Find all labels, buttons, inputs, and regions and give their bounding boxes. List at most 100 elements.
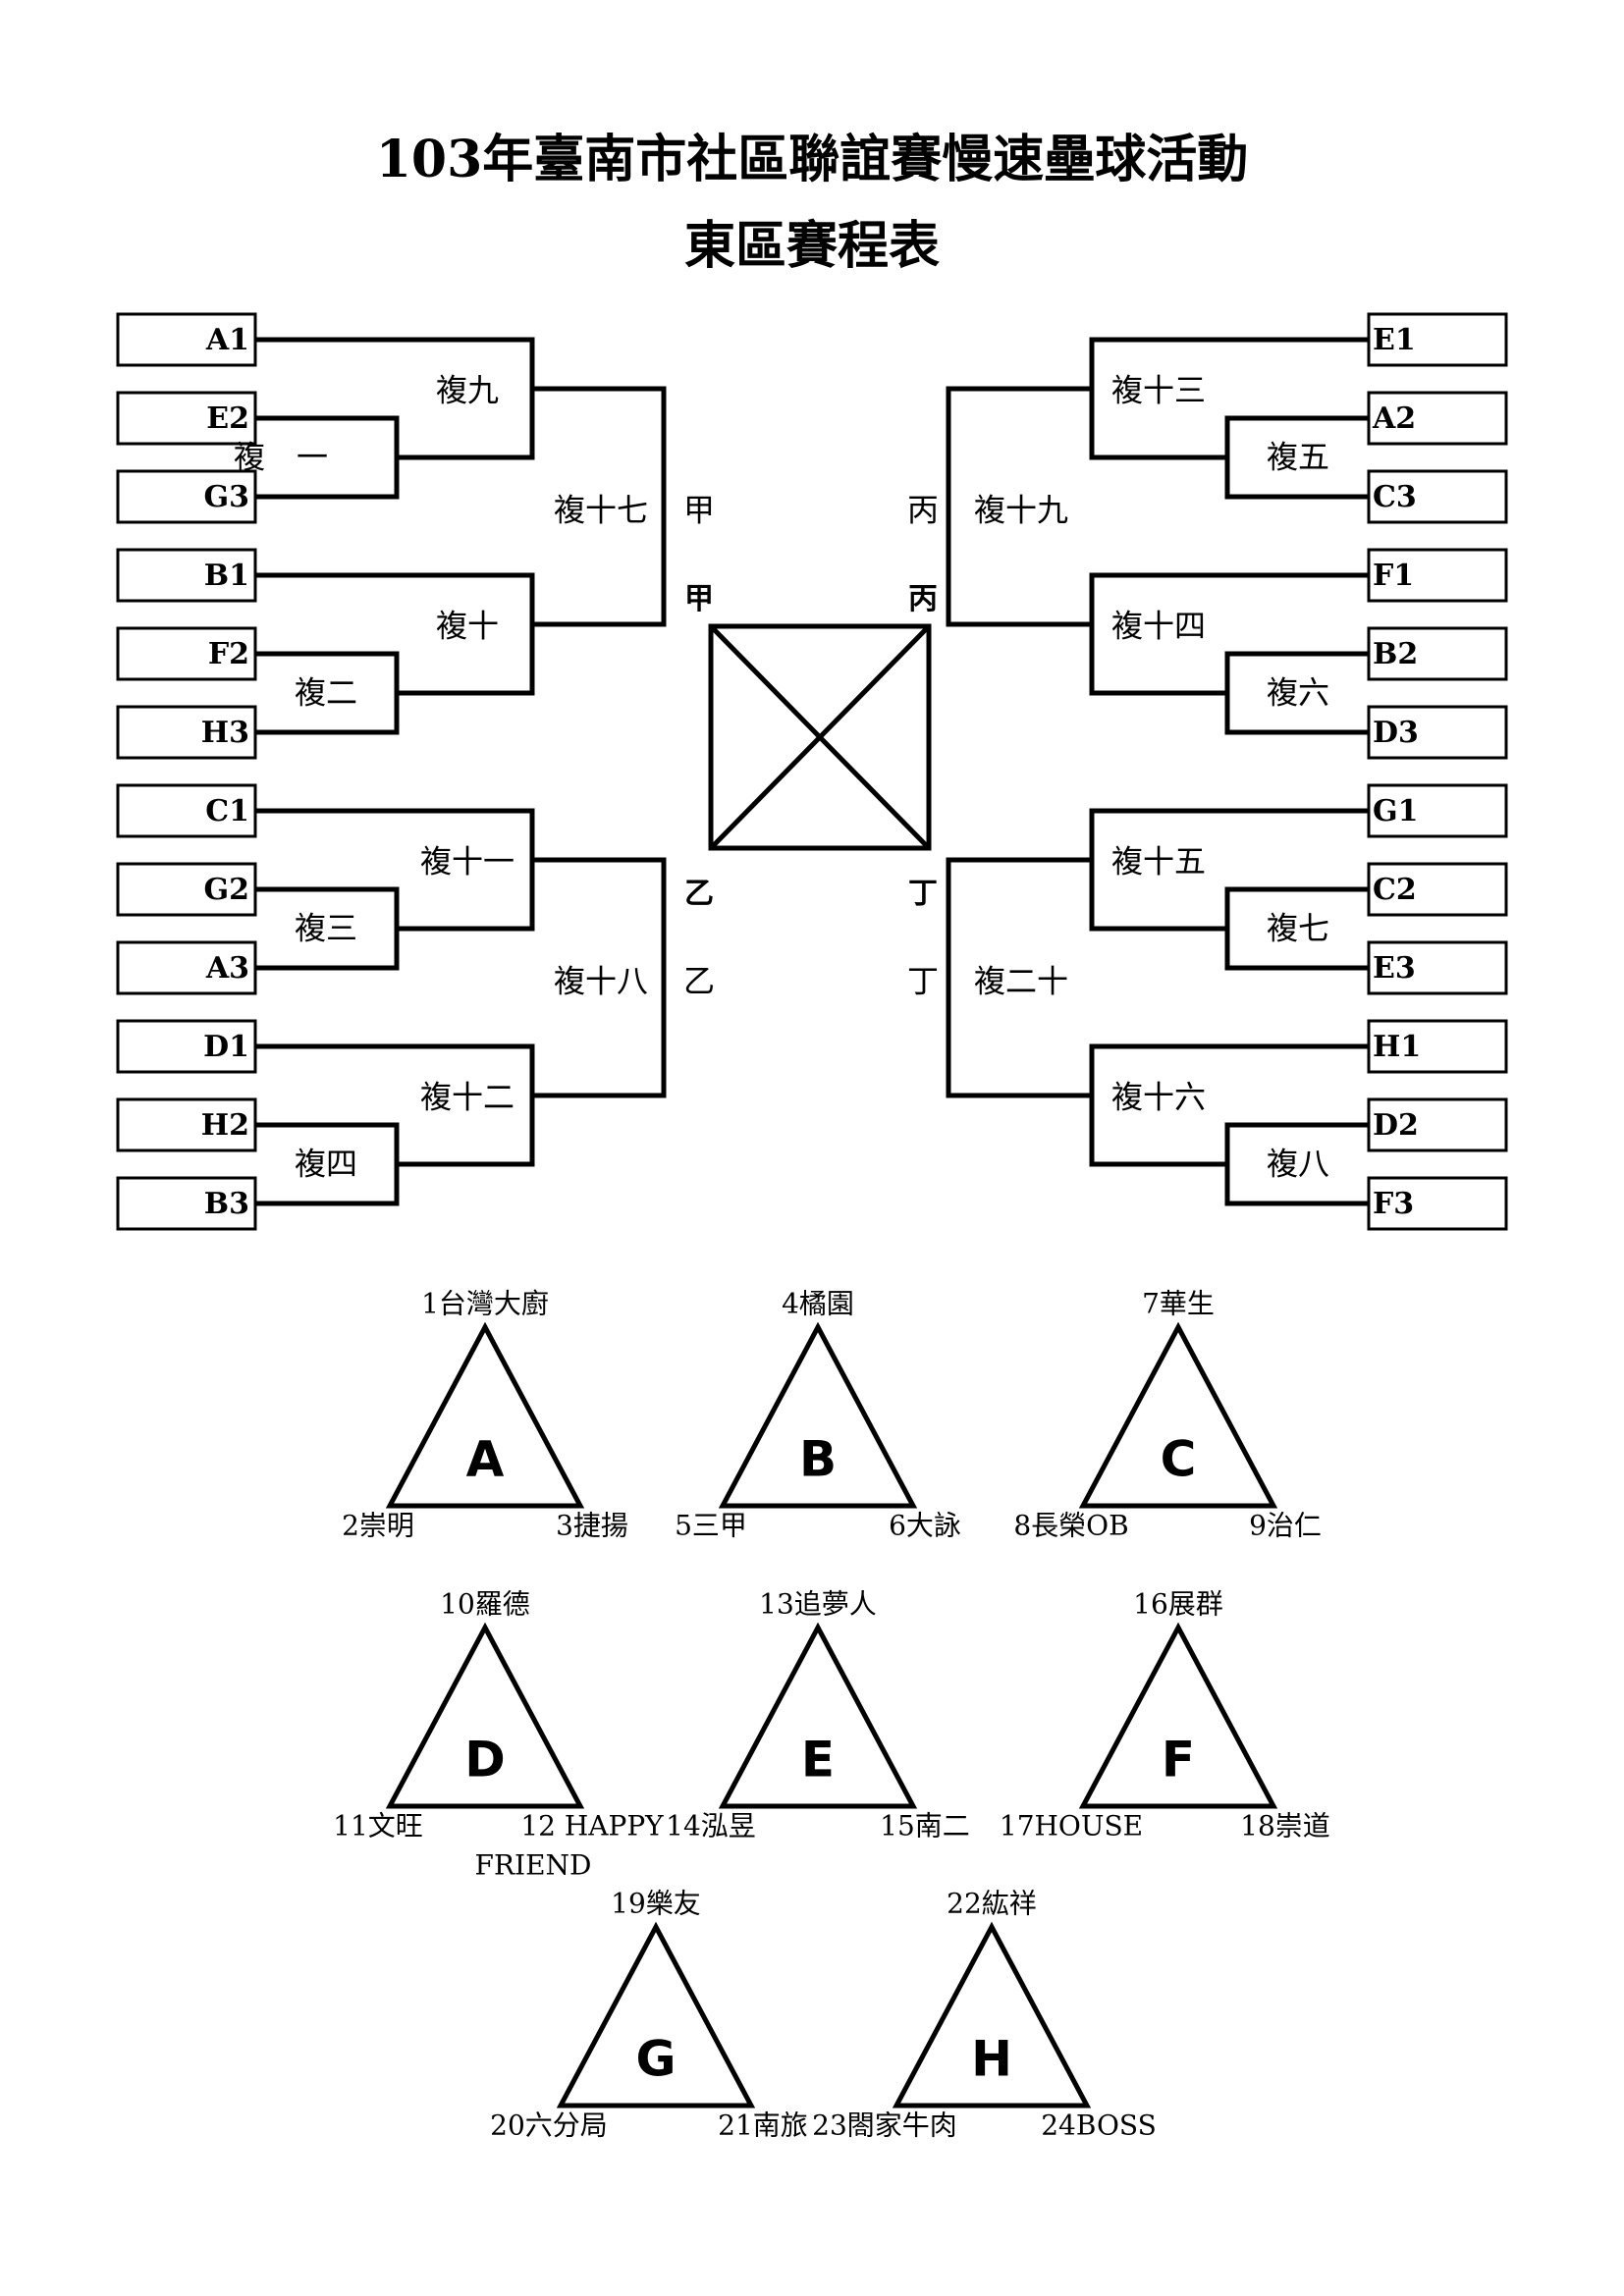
game-label-g13: 複十三 (1111, 372, 1206, 409)
slot-label: B3 (204, 1187, 249, 1221)
slot-label: C1 (205, 794, 249, 828)
mark-jia-bold: 甲 (684, 582, 714, 616)
slot-label: D2 (1373, 1108, 1419, 1143)
page-title: 103年臺南市社區聯誼賽慢速壘球活動 (375, 130, 1249, 189)
game-label-g15: 複十五 (1111, 843, 1206, 881)
mark-ding-bold: 丁 (908, 877, 938, 911)
slot-label: G3 (204, 480, 250, 514)
game-label-g14: 複十四 (1111, 608, 1206, 645)
group-letter: C (1161, 1431, 1197, 1488)
second-round-bracket (255, 808, 535, 932)
game-label-g12: 複十二 (420, 1079, 514, 1116)
slot-box (116, 783, 257, 838)
game-label-g11: 複十一 (420, 843, 514, 881)
mark-yi: 乙 (683, 963, 715, 1000)
group-triangle (892, 1921, 1092, 2109)
slot-box (1367, 862, 1508, 917)
group-team-right: 3捷揚 (556, 1510, 628, 1542)
slot-box (116, 1176, 257, 1231)
group-team-right: 12 HAPPY (520, 1810, 664, 1842)
group-team-top: 10羅德 (440, 1588, 530, 1621)
slot-box (116, 940, 257, 995)
slot-box (1367, 548, 1508, 603)
mark-jia: 甲 (683, 492, 715, 529)
group-team-top: 22紘祥 (947, 1888, 1037, 1920)
second-round-bracket (255, 337, 535, 460)
slot-label: B2 (1373, 637, 1418, 671)
group-letter: D (464, 1732, 506, 1789)
slot-label: E1 (1373, 323, 1416, 357)
bracket-lines (255, 337, 1369, 1206)
page-subtitle: 東區賽程表 (683, 216, 940, 276)
game-label-g20: 複二十 (974, 963, 1068, 1000)
slot-label: D3 (1373, 716, 1419, 750)
slot-box (116, 705, 257, 760)
slot-label: C3 (1373, 480, 1417, 514)
group-letter: E (801, 1732, 835, 1789)
slot-box (116, 862, 257, 917)
game-label-g5: 複五 (1267, 439, 1329, 476)
game-label-g8: 複八 (1267, 1146, 1329, 1183)
slot-box (116, 548, 257, 603)
group-triangle (1078, 1622, 1278, 1809)
slot-label: F1 (1373, 559, 1414, 593)
group-team-right: 9治仁 (1249, 1510, 1322, 1542)
game-label-g7: 複七 (1267, 910, 1329, 947)
group-team-left: 23閤家牛肉 (812, 2109, 957, 2142)
final-box-diagonal (709, 624, 931, 850)
slot-box (1367, 391, 1508, 446)
group-team-right: 24BOSS (1041, 2109, 1157, 2142)
final-box (708, 623, 932, 851)
game-label-g9: 複九 (436, 372, 499, 409)
group-team-right: 21南旅 (718, 2109, 808, 2142)
mark-bing: 丙 (907, 492, 939, 529)
group-team-right: 15南二 (880, 1810, 970, 1842)
slot-label: C2 (1373, 873, 1417, 907)
slot-boxes (116, 312, 1508, 1231)
slot-box (1367, 705, 1508, 760)
game-label-g6: 複六 (1267, 674, 1329, 712)
game-label-g3: 複三 (295, 910, 357, 947)
slot-box (116, 626, 257, 681)
group-triangle (718, 1622, 918, 1809)
slot-label: B1 (204, 559, 249, 593)
third-round-bracket (532, 857, 667, 1098)
group-team-top: 13追夢人 (759, 1588, 877, 1621)
slot-label: D1 (203, 1030, 249, 1064)
third-round-bracket (946, 857, 1092, 1098)
second-round-bracket (255, 1043, 535, 1167)
slot-box (1367, 1176, 1508, 1231)
group-team-top: 7華生 (1142, 1288, 1215, 1320)
group-team-left: 5三甲 (675, 1510, 747, 1542)
game-label-g2: 複二 (295, 674, 357, 712)
slot-label: G2 (204, 873, 250, 907)
group-letter: F (1162, 1732, 1195, 1789)
group-team-left: 14泓昱 (666, 1810, 756, 1842)
third-round-bracket (532, 386, 667, 627)
group-team-left: 20六分局 (490, 2109, 608, 2142)
mark-yi-bold: 乙 (684, 877, 714, 911)
second-round-bracket (1089, 572, 1369, 696)
slot-box (1367, 469, 1508, 524)
group-team-left: 11文旺 (333, 1810, 423, 1842)
group-triangle (1078, 1321, 1278, 1509)
slot-label: A1 (205, 323, 249, 357)
group-triangle (385, 1321, 585, 1509)
group-team-left: 17HOUSE (1000, 1810, 1143, 1842)
slot-box (1367, 626, 1508, 681)
slot-box (116, 391, 257, 446)
slot-box (116, 312, 257, 367)
group-team-top: 16展群 (1133, 1588, 1223, 1621)
game-label-g18: 複十八 (554, 963, 648, 1000)
slot-label: E3 (1373, 951, 1416, 986)
group-letter: G (635, 2031, 676, 2088)
game-label-g1: 複 一 (234, 439, 328, 476)
slot-label: H3 (201, 716, 249, 750)
group-triangle (718, 1321, 918, 1509)
